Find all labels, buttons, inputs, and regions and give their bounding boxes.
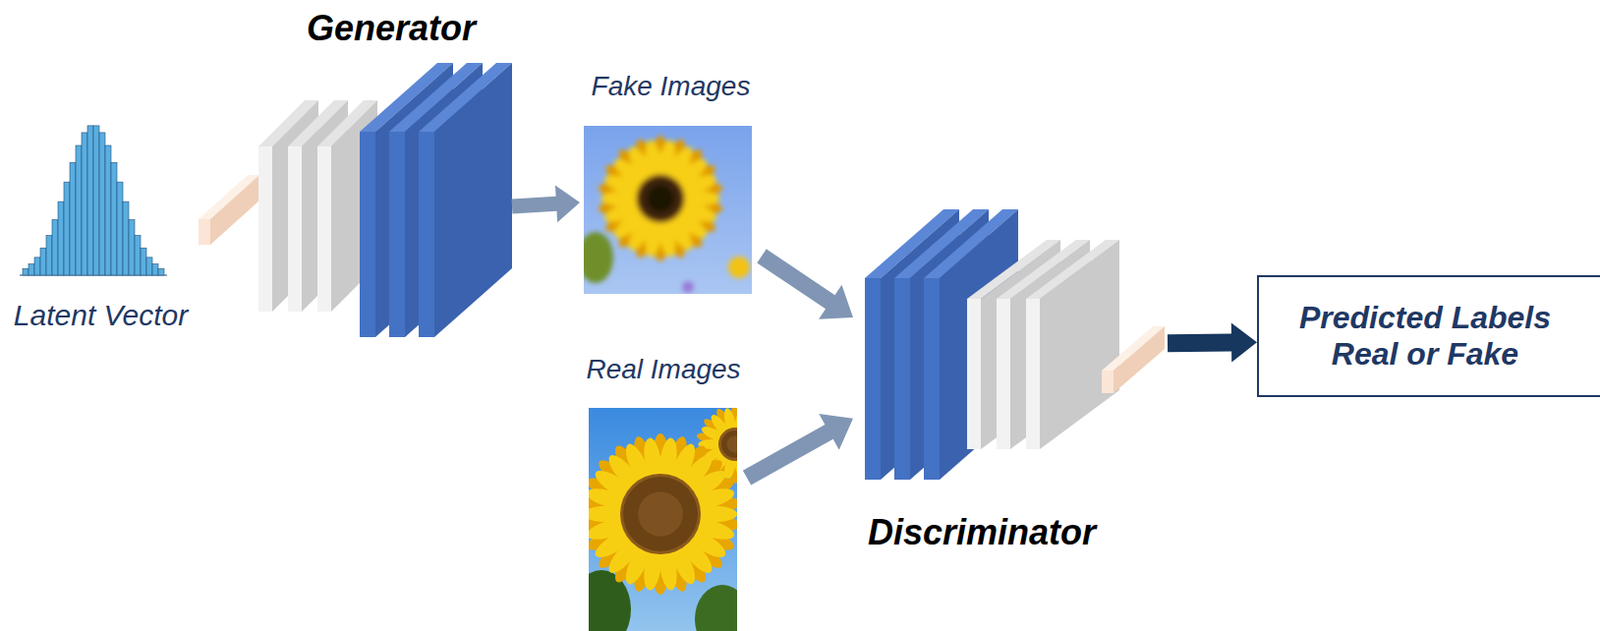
slab-front [894,278,911,480]
conv-layer [418,62,513,338]
slab-front [198,219,211,245]
slab-front [389,131,405,338]
histogram-bar [87,125,94,276]
petal-blob [682,281,694,293]
dense-layer [1026,239,1120,450]
histogram-bar [146,257,153,276]
conv-layer [923,209,1019,480]
slab-front [1101,370,1114,394]
leaf [583,231,614,284]
slab-side [434,62,513,338]
histogram-bar [75,145,82,276]
fake-images: Fake Images [579,70,762,294]
node-label: Real Images [585,353,741,386]
slab-front [258,146,273,312]
output-box: Predicted Labels Real or Fake [1257,275,1600,398]
node-label: Fake Images [591,70,751,103]
histogram-bar [158,268,165,276]
real-image [588,407,738,631]
slab-front [317,146,332,312]
histogram-bar [122,201,129,276]
slab-front [287,146,302,312]
flower-rim [620,473,701,555]
histogram-bar [22,268,29,276]
flow-arrow [512,184,580,223]
flower-center [721,430,738,458]
flower-center [623,476,698,552]
flower-rim [635,173,686,224]
latent-vector: Latent Vector [4,117,197,333]
histogram-bar [105,145,112,276]
histogram-bar [63,181,70,276]
histogram-bar [111,162,117,276]
slab-side [939,209,1019,480]
histogram-bar [28,264,35,276]
petal-blob [728,256,750,279]
flower-core [647,185,674,212]
slab-front [359,131,376,338]
histogram-bar [34,257,41,276]
leaf [694,584,738,631]
discriminator: Discriminator [853,209,1168,554]
histogram-bar [81,132,88,276]
histogram-bar [52,220,58,276]
flow-arrow [756,248,854,319]
histogram [19,125,168,276]
input-layer [198,174,260,245]
slab-front [923,278,940,480]
histogram-bar [128,220,135,276]
histogram-bar [152,264,159,276]
node-label: Predicted Labels Real or Fake [1278,299,1572,373]
real-images: Real Images [579,353,747,631]
slab-front [418,131,435,338]
histogram-bar [46,235,53,276]
flower-rim [718,427,738,461]
histogram-bar [116,181,123,276]
flow-arrow [742,413,854,485]
histogram-bar [99,132,106,276]
slab-front [1026,298,1040,450]
histogram-bar [134,235,141,276]
generator-layers [198,62,513,338]
histogram-bar [140,247,147,276]
slab-front [967,298,981,450]
sunflower [588,407,738,631]
generator: Generator [201,7,513,338]
flower-center [638,176,683,221]
node-label: Latent Vector [13,298,188,333]
slab-side [1113,326,1165,394]
histogram-bar [93,125,100,276]
output-layer [1101,326,1165,394]
histogram-bar [69,162,76,276]
node-label: Generator [306,7,476,50]
fake-image [583,125,752,294]
slab-side [1039,239,1120,450]
node-label: Discriminator [867,512,1096,554]
slab-front [996,298,1011,450]
histogram-bar [40,247,47,276]
flower-core [727,436,738,454]
slab-front [864,278,881,480]
slab-side [210,174,260,245]
discriminator-layers [864,209,1165,480]
flow-arrow [1167,322,1258,362]
histogram-bar [57,201,64,276]
flower-core [637,491,684,537]
sunflower [583,135,750,293]
